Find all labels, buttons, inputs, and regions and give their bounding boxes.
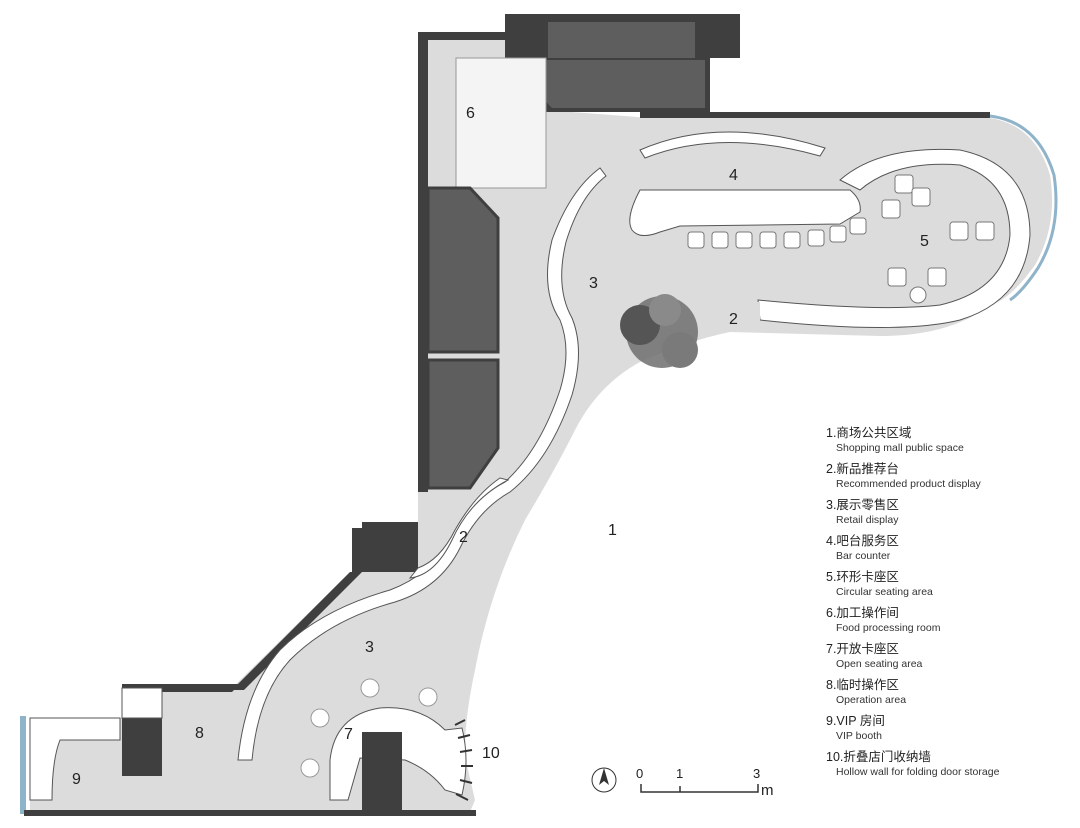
zone-label-9: 9 <box>72 771 81 788</box>
bar-counter <box>629 189 861 236</box>
operation-area-counter <box>121 687 163 719</box>
storage-room-1 <box>426 186 500 354</box>
scale-unit: m <box>761 782 774 799</box>
zone-label-4: 4 <box>729 167 738 184</box>
legend-item: 8.临时操作区 Operation area <box>826 678 1066 708</box>
curved-display-wall <box>237 167 607 761</box>
legend-en: Hollow wall for folding door storage <box>836 766 1000 778</box>
top-wall <box>640 112 990 118</box>
legend-item: 7.开放卡座区 Open seating area <box>826 642 1066 672</box>
legend-cn: 4.吧台服务区 <box>826 534 899 548</box>
legend-item: 1.商场公共区域 Shopping mall public space <box>826 426 1066 456</box>
operation-area-block <box>122 718 162 776</box>
bar-storage <box>530 60 705 108</box>
legend-item: 9.VIP 房间 VIP booth <box>826 714 1066 744</box>
legend-cn: 6.加工操作间 <box>826 606 899 620</box>
left-wall-lower <box>362 522 418 572</box>
legend-en: Shopping mall public space <box>836 442 964 454</box>
legend-en: Bar counter <box>836 550 891 562</box>
vip-glass <box>20 716 26 814</box>
storage-room-2 <box>426 358 500 490</box>
zone-label-3a: 3 <box>589 275 598 292</box>
zone-label-7: 7 <box>344 726 353 743</box>
legend-item: 5.环形卡座区 Circular seating area <box>826 570 1066 600</box>
legend-cn: 9.VIP 房间 <box>826 714 885 728</box>
legend-en: Retail display <box>836 514 899 526</box>
vip-booth <box>29 717 121 801</box>
legend-en: Circular seating area <box>836 586 933 598</box>
legend-item: 3.展示零售区 Retail display <box>826 498 1066 528</box>
zone-label-8: 8 <box>195 725 204 742</box>
zone-label-2b: 2 <box>459 529 468 546</box>
display-table-upper <box>700 302 760 332</box>
legend-item: 4.吧台服务区 Bar counter <box>826 534 1066 564</box>
folding-door-storage <box>454 719 473 801</box>
legend-cn: 10.折叠店门收纳墙 <box>826 750 931 764</box>
glass-facade <box>989 114 1058 302</box>
bottom-wall <box>24 810 476 816</box>
north-arrow-icon <box>591 767 617 793</box>
circular-seating-ring <box>757 148 1031 328</box>
legend-item: 2.新品推荐台 Recommended product display <box>826 462 1066 492</box>
scale-tick-0: 0 <box>636 766 644 781</box>
legend-cn: 5.环形卡座区 <box>826 570 899 584</box>
legend-en: Food processing room <box>836 622 941 634</box>
zone-label-5: 5 <box>920 233 929 250</box>
food-room <box>455 57 547 189</box>
bar-back-room-inner <box>548 22 695 58</box>
legend-en: VIP booth <box>836 730 882 742</box>
zone-label-10: 10 <box>482 745 500 762</box>
legend-cn: 1.商场公共区域 <box>826 426 912 440</box>
bar-stools <box>687 217 867 249</box>
display-table-lower <box>408 477 510 579</box>
zone-label-1: 1 <box>608 522 617 539</box>
legend-cn: 2.新品推荐台 <box>826 462 899 476</box>
round-stools <box>300 678 438 778</box>
legend: 1.商场公共区域 Shopping mall public space 2.新品… <box>826 426 1066 786</box>
zone-label-3b: 3 <box>365 639 374 656</box>
scale-bar <box>640 784 759 793</box>
tree-icon <box>620 294 698 368</box>
zone-label-6: 6 <box>466 105 475 122</box>
bar-counter-back <box>639 131 826 159</box>
legend-item: 6.加工操作间 Food processing room <box>826 606 1066 636</box>
legend-cn: 7.开放卡座区 <box>826 642 899 656</box>
open-seating-block <box>362 732 402 812</box>
legend-en: Operation area <box>836 694 907 706</box>
legend-cn: 8.临时操作区 <box>826 678 899 692</box>
legend-en: Open seating area <box>836 658 923 670</box>
legend-cn: 3.展示零售区 <box>826 498 899 512</box>
lounge-chairs <box>881 174 995 304</box>
legend-item: 10.折叠店门收纳墙 Hollow wall for folding door … <box>826 750 1066 780</box>
legend-en: Recommended product display <box>836 478 981 490</box>
scale-tick-3: 3 <box>753 766 761 781</box>
scale-tick-1: 1 <box>676 766 684 781</box>
zone-label-2a: 2 <box>729 311 738 328</box>
